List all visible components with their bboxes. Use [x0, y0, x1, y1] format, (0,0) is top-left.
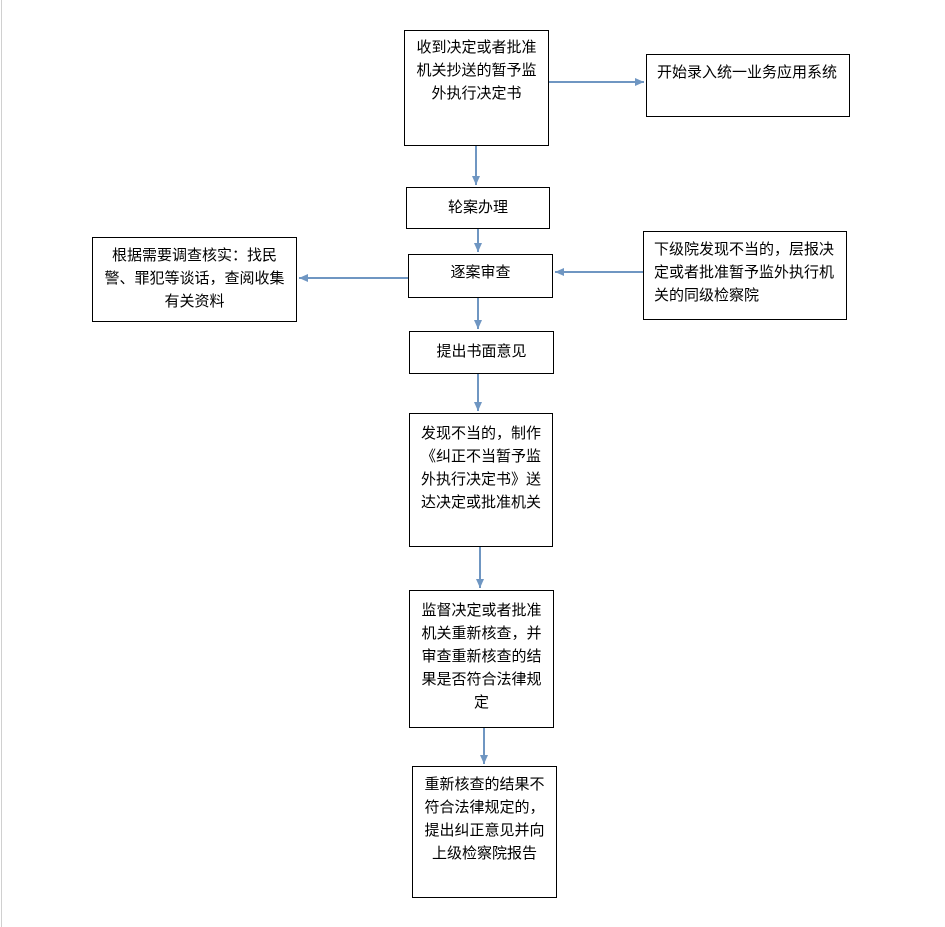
node-start-entry: 开始录入统一业务应用系统	[646, 54, 850, 117]
node-start-entry-text: 开始录入统一业务应用系统	[657, 63, 838, 81]
node-review-case: 逐案审查	[408, 254, 553, 298]
node-correction-notice: 发现不当的，制作《纠正不当暂予监外执行决定书》送达决定或批准机关	[409, 413, 553, 547]
node-lower-court-text: 下级院发现不当的，层报决定或者批准暂予监外执行机关的同级检察院	[654, 240, 835, 304]
node-correction-notice-text: 发现不当的，制作《纠正不当暂予监外执行决定书》送达决定或批准机关	[420, 424, 541, 511]
node-written-opinion-text: 提出书面意见	[436, 342, 527, 360]
node-review-case-text: 逐案审查	[450, 263, 511, 281]
node-report-upper-text: 重新核查的结果不符合法律规定的，提出纠正意见并向上级检察院报告	[424, 775, 545, 862]
node-receive-decision-text: 收到决定或者批准机关抄送的暂予监外执行决定书	[416, 38, 537, 102]
node-investigate-text: 根据需要调查核实：找民警、罪犯等谈话，查阅收集有关资料	[104, 246, 285, 310]
node-lower-court: 下级院发现不当的，层报决定或者批准暂予监外执行机关的同级检察院	[643, 231, 847, 320]
node-supervise-recheck: 监督决定或者批准机关重新核查，并审查重新核查的结果是否符合法律规定	[409, 590, 554, 728]
node-assign-case: 轮案办理	[406, 187, 550, 229]
node-written-opinion: 提出书面意见	[409, 331, 554, 374]
node-investigate: 根据需要调查核实：找民警、罪犯等谈话，查阅收集有关资料	[92, 237, 297, 322]
node-receive-decision: 收到决定或者批准机关抄送的暂予监外执行决定书	[404, 30, 549, 146]
node-report-upper: 重新核查的结果不符合法律规定的，提出纠正意见并向上级检察院报告	[412, 766, 557, 898]
node-supervise-recheck-text: 监督决定或者批准机关重新核查，并审查重新核查的结果是否符合法律规定	[421, 601, 542, 711]
node-assign-case-text: 轮案办理	[447, 198, 508, 216]
page-edge-line	[1, 0, 2, 927]
